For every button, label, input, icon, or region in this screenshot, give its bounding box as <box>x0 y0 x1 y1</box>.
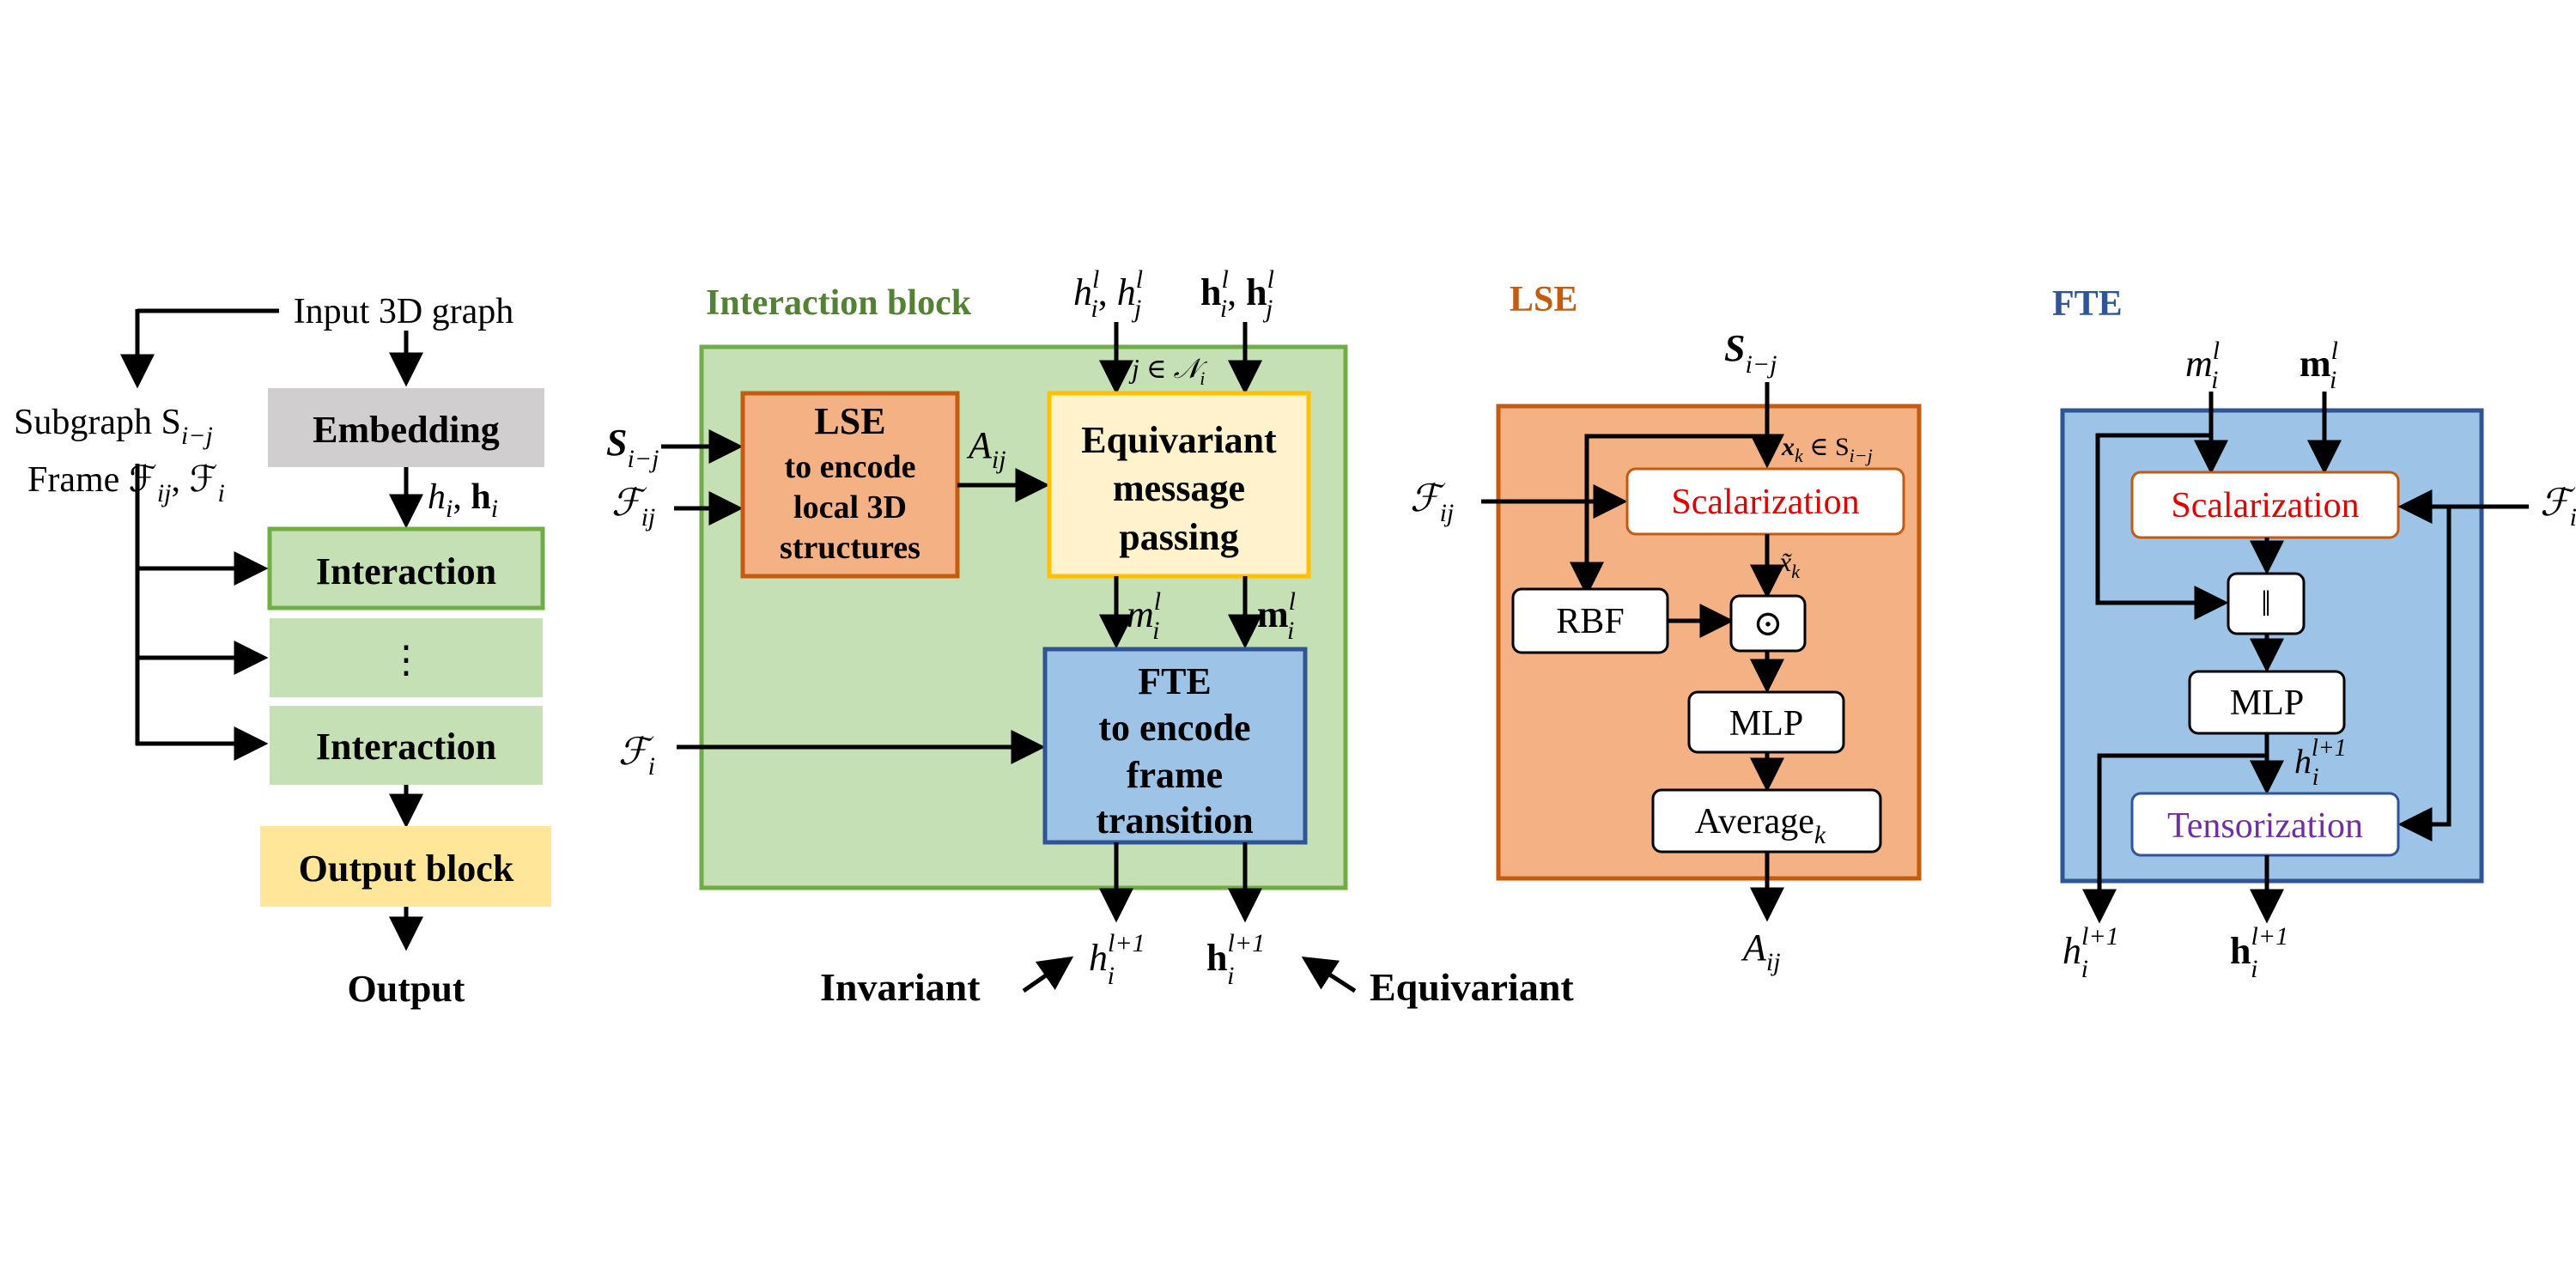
fte-box <box>1042 647 1308 845</box>
fte-box-line2: frame <box>1127 754 1223 796</box>
output-label: Output <box>348 968 465 1010</box>
lse-box-line2: local 3D <box>793 489 907 526</box>
interaction-box-1 <box>267 526 545 611</box>
input-graph-label: Input 3D graph <box>294 292 514 331</box>
embedding-box <box>268 388 544 467</box>
fte-scalarization-label: Scalarization <box>2171 486 2359 526</box>
interaction-2-label: Interaction <box>316 726 496 768</box>
lse-mlp-label: MLP <box>1729 704 1803 744</box>
emp-line2: message <box>1113 467 1245 509</box>
lse-detail: LSE Si−j xk ∈ Si−j ℱij Scalarization x̃k… <box>1410 280 1922 976</box>
equivariant-label: Equivariant <box>1370 965 1574 1009</box>
lse-output-label: Aij <box>1741 927 1781 976</box>
subgraph-label: Subgraph Si−j <box>14 403 213 450</box>
fte-box-title: FTE <box>1138 660 1212 702</box>
output-block-box <box>260 826 551 907</box>
fte-detail-title: FTE <box>2052 284 2123 324</box>
emp-box <box>1047 391 1311 579</box>
tensorization-label: Tensorization <box>2167 806 2363 846</box>
interaction-box-2 <box>270 706 543 785</box>
concat-label: ‖ <box>2261 585 2271 624</box>
lse-detail-title: LSE <box>1510 280 1577 319</box>
fte-invariant-out-arrow <box>2082 753 2267 924</box>
fte-frame-to-tensor-arrow <box>2397 507 2451 841</box>
lse-box-line3: structures <box>780 530 920 566</box>
odot-label: ⊙ <box>1753 605 1783 644</box>
output-block-label: Output block <box>299 848 514 890</box>
fte-detail: FTE mli mli Scalarization ℱi ‖ MLP hl+1i <box>2052 284 2576 983</box>
lse-box-title: LSE <box>814 400 885 442</box>
fte-m-to-concat-arrow <box>2095 433 2229 620</box>
lse-branch-to-rbf-arrow <box>1570 434 1767 597</box>
lse-xk-label: xk ∈ Si−j <box>1781 433 1873 466</box>
interaction-block-title: Interaction block <box>706 283 972 323</box>
invariant-pointer-arrow <box>1022 956 1074 993</box>
equivariant-pointer-arrow <box>1301 956 1357 993</box>
emp-line3: passing <box>1119 516 1238 558</box>
average-label: Averagek <box>1695 802 1826 849</box>
frame-label: Frame ℱij, ℱi <box>27 460 225 507</box>
embedding-output-label: hi, hi <box>428 477 498 523</box>
left-input-subgraph: Si−j <box>606 422 659 473</box>
pipeline: Input 3D graph Subgraph Si−j Frame ℱij, … <box>14 292 551 1010</box>
lse-scalarization-label: Scalarization <box>1671 483 1859 522</box>
left-input-frame-i: ℱi <box>618 731 655 781</box>
interaction-1-label: Interaction <box>316 550 496 592</box>
fte-input-frame: ℱi <box>2540 482 2576 532</box>
fte-mlp-label: MLP <box>2230 683 2304 723</box>
emp-line1: Equivariant <box>1081 419 1277 461</box>
neighbor-label: j ∈ 𝒩i <box>1128 353 1208 389</box>
left-input-frame-ij: ℱij <box>611 482 655 532</box>
interaction-ellipsis-box <box>270 618 543 697</box>
fte-box-line3: transition <box>1096 799 1253 841</box>
invariant-label: Invariant <box>820 965 981 1009</box>
rbf-label: RBF <box>1556 602 1624 641</box>
interaction-ellipsis: ⋮ <box>387 639 425 681</box>
lse-box-line1: to encode <box>784 449 915 485</box>
lse-box <box>740 391 960 579</box>
embedding-label: Embedding <box>313 409 500 451</box>
fte-box-line1: to encode <box>1098 707 1250 749</box>
lse-xtilde-label: x̃k <box>1778 546 1801 582</box>
lse-input-frame: ℱij <box>1410 477 1454 527</box>
a-ij-label: Aij <box>966 424 1006 474</box>
lse-input-subgraph: Si−j <box>1724 327 1777 379</box>
